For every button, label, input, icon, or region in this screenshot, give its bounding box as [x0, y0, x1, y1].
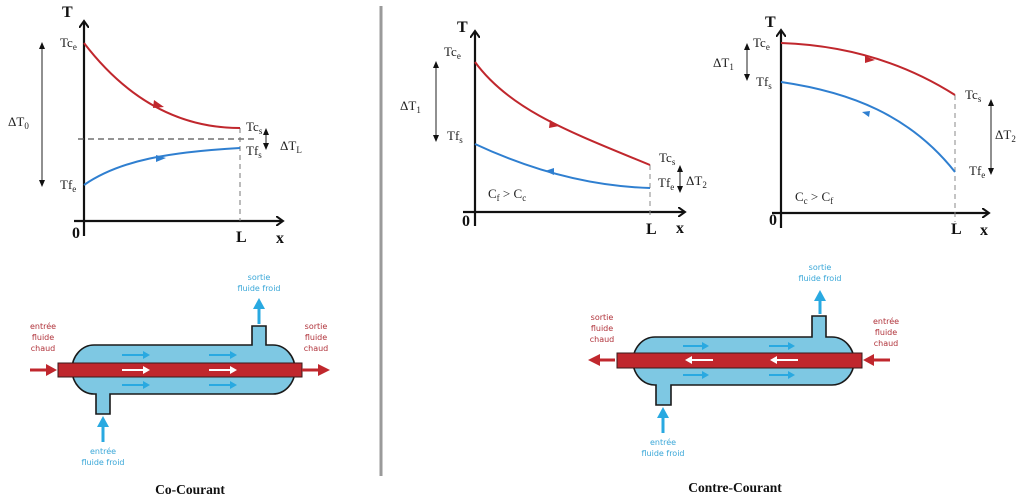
cold-curve [780, 81, 956, 173]
graph-counter-current-cc-gt-cf: T x 0 L Tce Tfs Tcs Tfe ΔT1 ΔT2 Cc > Cf [713, 14, 1016, 239]
label-tfs: Tfs [246, 143, 262, 160]
label-tcs: Tcs [246, 119, 263, 136]
length-label: L [951, 221, 962, 238]
hot-tube [57, 362, 303, 378]
label-tce: Tce [444, 44, 461, 61]
label-tfe: Tfe [60, 177, 76, 194]
hot-direction-arrow-icon [549, 120, 559, 128]
capacity-condition: Cc > Cf [795, 189, 833, 206]
hot-flow-arrows-icon [685, 356, 798, 364]
length-label: L [236, 229, 247, 246]
capacity-condition: Cf > Cc [488, 186, 526, 203]
cold-inlet-arrow-icon [657, 407, 669, 433]
axis-label-x: x [276, 230, 284, 247]
caption-contre-courant: Contre-Courant [688, 480, 782, 495]
graph-co-current: T x 0 L Tce Tfe Tcs Tfs ΔT0 ΔTL [8, 4, 302, 247]
axis-label-t: T [62, 4, 73, 21]
hot-tube [616, 352, 863, 369]
axis-label-x: x [980, 222, 988, 239]
cold-outlet-arrow-icon [253, 298, 265, 324]
hot-direction-arrow-icon [153, 100, 164, 108]
label-delta-t2: ΔT2 [995, 127, 1016, 144]
label-tce: Tce [60, 35, 77, 52]
length-label: L [646, 221, 657, 238]
cold-flow-arrows-icon [683, 342, 795, 379]
hot-outlet-arrow-icon [588, 354, 615, 366]
cold-outlet-arrow-icon [814, 290, 826, 314]
hot-curve [474, 61, 651, 166]
label-tfe: Tfe [658, 175, 674, 192]
label-delta-t2: ΔT2 [686, 173, 707, 190]
label-delta-t1: ΔT1 [400, 98, 421, 115]
label-tfs: Tfs [756, 74, 772, 91]
label-tcs: Tcs [965, 87, 982, 104]
hot-flow-arrows-icon [122, 366, 237, 374]
label-delta-t1: ΔT1 [713, 55, 734, 72]
cold-flow-arrows-icon [122, 351, 237, 389]
label-tce: Tce [753, 35, 770, 52]
cold-curve [474, 143, 651, 189]
hot-outlet-arrow-icon [302, 364, 330, 376]
cold-direction-arrow-icon [862, 111, 870, 117]
origin-label: 0 [462, 213, 470, 230]
label-tcs: Tcs [659, 150, 676, 167]
label-delta-t0: ΔT0 [8, 114, 29, 131]
hot-curve [780, 42, 956, 96]
origin-label: 0 [72, 225, 80, 242]
hot-curve [83, 42, 241, 129]
axis-label-x: x [676, 220, 684, 237]
origin-label: 0 [769, 212, 777, 229]
cold-direction-arrow-icon [156, 155, 166, 162]
hot-inlet-arrow-icon [30, 364, 57, 376]
graph-counter-current-cf-gt-cc: T x 0 L Tce Tfs Tcs Tfe ΔT1 ΔT2 Cf > Cc [400, 19, 707, 238]
hot-direction-arrow-icon [865, 56, 875, 63]
cold-direction-arrow-icon [545, 168, 554, 175]
label-tfe: Tfe [969, 163, 985, 180]
axis-label-t: T [765, 14, 776, 31]
cold-curve [83, 147, 241, 186]
hot-inlet-arrow-icon [863, 354, 890, 366]
label-delta-tl: ΔTL [280, 138, 302, 155]
cold-inlet-arrow-icon [97, 416, 109, 442]
caption-co-courant: Co-Courant [155, 482, 225, 497]
label-tfs: Tfs [447, 128, 463, 145]
axis-label-t: T [457, 19, 468, 36]
